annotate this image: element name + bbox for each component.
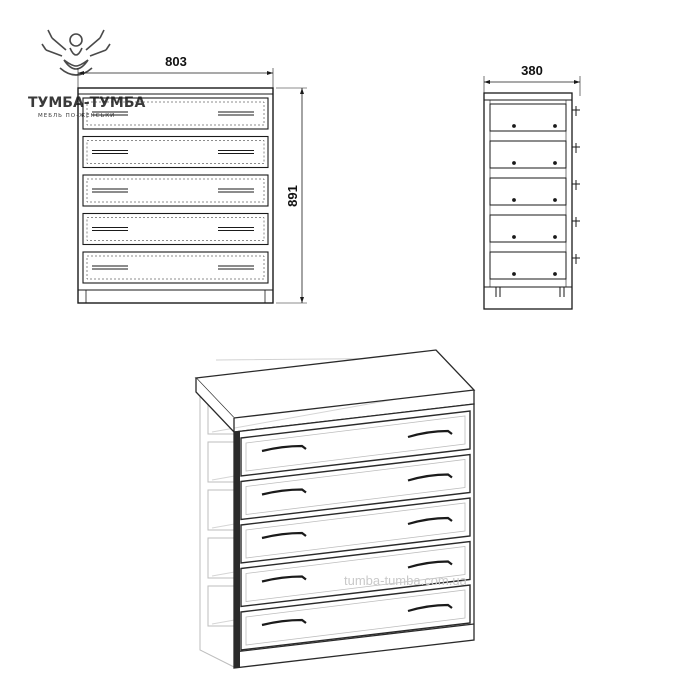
brand-subtitle: МЕБЛЬ ПО-ЖЕНСЬКИ (38, 113, 115, 119)
side-handle (572, 180, 580, 190)
side-screw (512, 124, 516, 128)
perspective-drawer-panel (245, 502, 466, 559)
perspective-drawer (240, 497, 471, 564)
drawer-handle-right (218, 150, 254, 154)
perspective-view (194, 349, 476, 669)
drawer-handle-right (218, 265, 254, 270)
perspective-drawers (240, 410, 471, 651)
front-drawer (82, 174, 269, 207)
perspective-drawer-panel (245, 415, 466, 472)
front-outline (77, 87, 274, 304)
brand-text: ТУМБА-ТУМБА (28, 95, 146, 111)
perspective-drawer-panel (245, 589, 466, 646)
front-drawers (82, 97, 269, 284)
side-screw (553, 272, 557, 276)
side-screw (553, 124, 557, 128)
perspective-drawer-panel (245, 546, 466, 602)
front-drawer (82, 251, 269, 284)
side-screw (512, 272, 516, 276)
drawer-handle-left (92, 111, 128, 116)
front-drawer-inner (86, 101, 265, 126)
drawer-handle-right (218, 227, 254, 231)
front-drawer (82, 135, 269, 169)
side-view (483, 76, 581, 310)
perspective-handle-right (407, 516, 453, 526)
side-drawer (489, 103, 567, 132)
side-screw (553, 198, 557, 202)
perspective-drawer (240, 410, 471, 477)
perspective-handle-left (261, 444, 307, 453)
side-drawer (489, 140, 567, 169)
mascot-icon (41, 29, 111, 76)
front-drawer-inner (86, 178, 265, 203)
drawer-handle-right (218, 111, 254, 116)
side-handle (572, 106, 580, 116)
brand-logo: ТУМБА-ТУМБА МЕБЛЬ ПО-ЖЕНСЬКИ (28, 29, 146, 119)
perspective-handle-left (261, 618, 307, 627)
perspective-drawer (240, 584, 471, 651)
watermark: tumba-tumba.com.ua (344, 573, 468, 588)
perspective-handle-right (407, 560, 453, 569)
perspective-handle-left (261, 531, 307, 540)
drawer-handle-right (218, 188, 254, 193)
side-drawer (489, 177, 567, 206)
width-label: 803 (165, 54, 187, 69)
front-drawer (82, 97, 269, 130)
front-drawer-inner (86, 255, 265, 280)
drawer-handle-left (92, 265, 128, 270)
drawer-handle-left (92, 150, 128, 154)
side-drawers (489, 103, 580, 297)
perspective-handle-right (407, 429, 453, 439)
side-handle (572, 254, 580, 264)
perspective-drawer (240, 540, 471, 608)
side-screw (512, 161, 516, 165)
front-drawer-inner (86, 140, 265, 164)
side-handle (572, 217, 580, 227)
drawer-handle-left (92, 227, 128, 231)
side-drawer (489, 214, 567, 243)
side-screw (512, 235, 516, 239)
side-screw (553, 161, 557, 165)
perspective-drawer (240, 453, 471, 521)
height-label: 891 (285, 185, 300, 207)
depth-label: 380 (521, 63, 543, 78)
side-drawer (489, 251, 567, 280)
front-drawer (82, 212, 269, 246)
perspective-handle-right (407, 473, 453, 482)
side-handle (572, 143, 580, 153)
perspective-handle-left (261, 488, 307, 496)
perspective-handle-left (261, 575, 307, 583)
side-outline (483, 92, 573, 310)
side-legs (495, 287, 565, 297)
perspective-drawer-panel (245, 459, 466, 515)
side-screw (553, 235, 557, 239)
side-screw (512, 198, 516, 202)
front-view (77, 68, 307, 304)
drawer-handle-left (92, 188, 128, 193)
front-drawer-inner (86, 217, 265, 241)
perspective-handle-right (407, 603, 453, 613)
